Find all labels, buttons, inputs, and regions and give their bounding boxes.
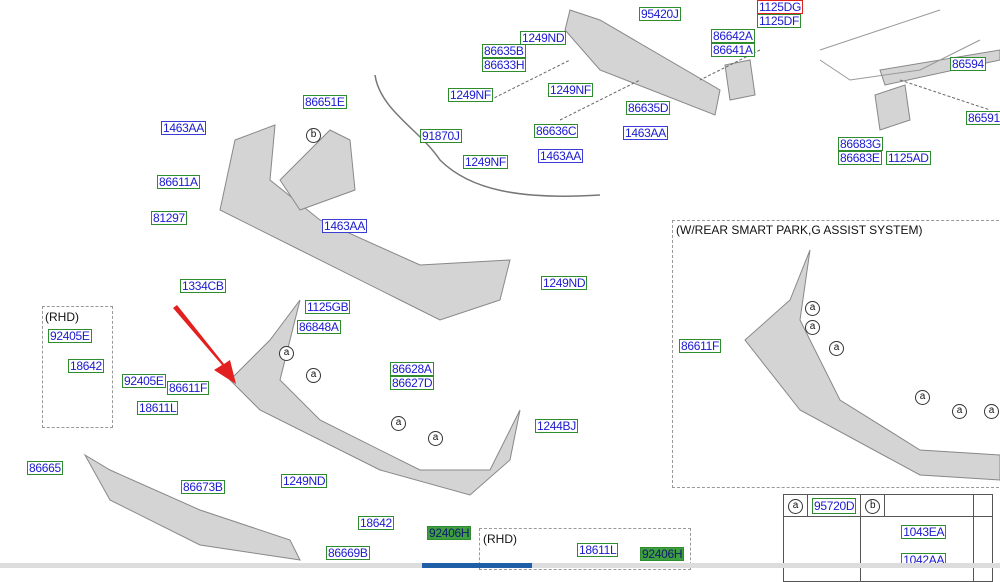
part-label[interactable]: 92406H — [427, 526, 472, 540]
part-label[interactable]: 86636C — [534, 124, 579, 138]
part-label[interactable]: 1244BJ — [535, 419, 578, 433]
part-label[interactable]: 86611F — [679, 339, 722, 353]
part-label[interactable]: 18611L — [137, 401, 179, 415]
marker-a: a — [279, 346, 294, 361]
part-label[interactable]: 81297 — [151, 211, 187, 225]
legend-table: a 95720D b 1043EA 1042AA — [782, 494, 994, 582]
part-label[interactable]: 86633H — [482, 58, 527, 72]
part-label[interactable]: 1249NF — [463, 155, 508, 169]
part-label[interactable]: 1249ND — [541, 276, 588, 290]
part-label[interactable]: 86665 — [27, 461, 63, 475]
part-label[interactable]: 95420J — [639, 7, 681, 21]
part-label[interactable]: 92406H — [640, 547, 685, 561]
part-label[interactable]: 91870J — [420, 129, 462, 143]
part-label[interactable]: 86642A — [711, 29, 755, 43]
part-label[interactable]: 86641A — [711, 43, 755, 57]
part-label[interactable]: 1125DF — [757, 14, 802, 28]
part-label[interactable]: 1249ND — [520, 31, 567, 45]
part-label[interactable]: 1334CB — [180, 279, 226, 293]
bumper-lower — [229, 299, 521, 496]
body-outline — [819, 9, 981, 81]
part-label[interactable]: 86848A — [297, 320, 341, 334]
part-label[interactable]: 18611L — [577, 543, 619, 557]
part-label[interactable]: 86611A — [157, 175, 200, 189]
part-label[interactable]: 1249NF — [548, 83, 593, 97]
part-label[interactable]: 86635D — [626, 101, 671, 115]
red-arrow — [173, 305, 236, 384]
skid-plate — [83, 453, 301, 561]
legend-key-a: a — [788, 499, 803, 514]
marker-a: a — [829, 341, 844, 356]
marker-a: a — [391, 416, 406, 431]
wiring-harness — [374, 74, 601, 197]
rhd-caption: (RHD) — [483, 532, 517, 546]
bumper-lower-alt — [744, 249, 1000, 481]
part-label[interactable]: 18642 — [68, 359, 104, 373]
marker-a: a — [306, 368, 321, 383]
part-label[interactable]: 1249NF — [448, 88, 493, 102]
part-label[interactable]: 86673B — [181, 480, 225, 494]
part-label[interactable]: 1463AA — [538, 149, 583, 163]
part-label[interactable]: 1463AA — [161, 121, 206, 135]
part-label[interactable]: 1043EA — [901, 525, 947, 539]
part-label[interactable]: 92405E — [122, 374, 166, 388]
rhd-box-left — [42, 306, 113, 428]
part-label[interactable]: 86683E — [838, 151, 882, 165]
bracket-86651E — [279, 129, 356, 211]
part-label[interactable]: 86627D — [390, 376, 435, 390]
parts-drawing — [83, 9, 1000, 561]
marker-a: a — [984, 404, 999, 419]
part-label[interactable]: 86594 — [950, 57, 986, 71]
bracket-86642 — [724, 59, 756, 101]
part-label[interactable]: 1463AA — [322, 219, 367, 233]
marker-a: a — [915, 390, 930, 405]
part-label[interactable]: 86683G — [838, 137, 883, 151]
smart-park-caption: (W/REAR SMART PARK,G ASSIST SYSTEM) — [676, 223, 923, 237]
marker-b: b — [306, 128, 321, 143]
horizontal-scrollbar[interactable] — [0, 563, 1000, 568]
scrollbar-thumb[interactable] — [422, 563, 532, 568]
marker-a: a — [952, 404, 967, 419]
part-label[interactable]: 1125AD — [886, 151, 931, 165]
bumper-cover-upper — [219, 124, 511, 321]
marker-a: a — [428, 431, 443, 446]
part-label[interactable]: 86669B — [326, 546, 370, 560]
rhd-caption: (RHD) — [45, 310, 79, 324]
part-label[interactable]: 86651E — [303, 95, 347, 109]
part-label[interactable]: 95720D — [812, 497, 857, 514]
part-label[interactable]: 18642 — [358, 516, 394, 530]
part-label[interactable]: 1249ND — [281, 474, 328, 488]
part-label[interactable]: 1125DG — [757, 0, 804, 14]
part-label[interactable]: 86591 — [966, 111, 1000, 125]
part-label[interactable]: 92405E — [48, 329, 92, 343]
part-label[interactable]: 86611F — [167, 381, 210, 395]
bracket-86683 — [874, 84, 911, 131]
marker-a: a — [805, 301, 820, 316]
part-label[interactable]: 1125GB — [305, 300, 351, 314]
part-label[interactable]: 86628A — [390, 362, 434, 376]
marker-a: a — [805, 320, 820, 335]
legend-key-b: b — [865, 499, 881, 514]
part-label[interactable]: 1463AA — [623, 126, 668, 140]
part-label[interactable]: 86635B — [482, 44, 526, 58]
crash-beam — [564, 9, 721, 116]
smart-park-box — [672, 220, 1000, 488]
